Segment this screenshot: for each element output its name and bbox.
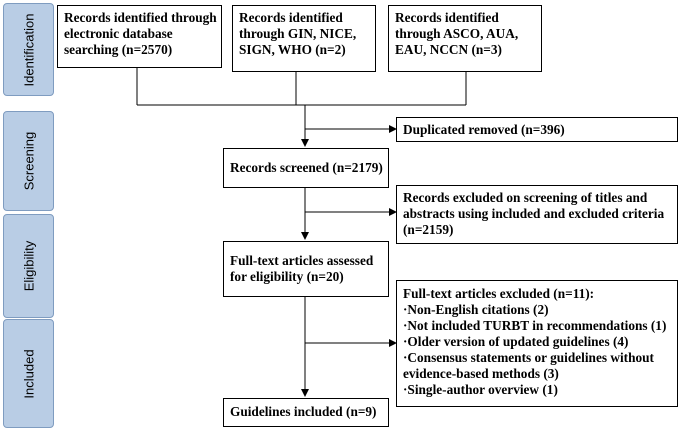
box-line: through GIN, NICE, [239, 26, 357, 41]
fulltext-excluded-box: Full-text articles excluded (n=11): ·Non… [396, 280, 678, 407]
box-line: Records identified [395, 10, 499, 25]
box-line: Full-text articles assessed [230, 253, 374, 268]
box-line: ·Not included TURBT in recommendations (… [403, 318, 667, 333]
box-line: for eligibility (n=20) [230, 269, 344, 284]
box-line: Records identified through [64, 10, 217, 25]
box-line: Guidelines included (n=9) [230, 404, 377, 419]
box-line: Records identified [239, 10, 343, 25]
box-line: searching (n=2570) [64, 42, 173, 57]
box-line: electronic database [64, 26, 173, 41]
stage-screening: Screening [3, 111, 54, 211]
box-line: Full-text articles excluded (n=11): [403, 286, 595, 301]
box-line: Records excluded on screening of titles … [403, 190, 648, 205]
box-line: evidence-based methods (3) [403, 366, 559, 381]
box-line: ·Older version of updated guidelines (4) [403, 334, 629, 349]
fulltext-assessed-box: Full-text articles assessed for eligibil… [223, 241, 389, 297]
box-line: through ASCO, AUA, [395, 26, 519, 41]
source-asco-box: Records identified through ASCO, AUA, EA… [388, 5, 542, 72]
stage-included: Included [3, 319, 54, 428]
box-line: ·Non-English citations (2) [403, 302, 549, 317]
duplicates-removed-box: Duplicated removed (n=396) [396, 117, 678, 142]
box-line: abstracts using included and excluded cr… [403, 206, 665, 221]
stage-eligibility: Eligibility [3, 214, 54, 318]
source-database-box: Records identified through electronic da… [57, 5, 222, 68]
box-line: Duplicated removed (n=396) [403, 122, 565, 137]
records-excluded-box: Records excluded on screening of titles … [396, 185, 678, 244]
source-gin-box: Records identified through GIN, NICE, SI… [232, 5, 376, 72]
stage-identification: Identification [3, 3, 54, 96]
box-line: EAU, NCCN (n=3) [395, 42, 502, 57]
box-line: (n=2159) [403, 222, 454, 237]
records-screened-box: Records screened (n=2179) [223, 148, 389, 188]
box-line: Records screened (n=2179) [230, 160, 383, 175]
guidelines-included-box: Guidelines included (n=9) [223, 398, 389, 427]
box-line: ·Consensus statements or guidelines with… [403, 350, 654, 365]
box-line: SIGN, WHO (n=2) [239, 42, 346, 57]
box-line: ·Single-author overview (1) [403, 382, 558, 397]
